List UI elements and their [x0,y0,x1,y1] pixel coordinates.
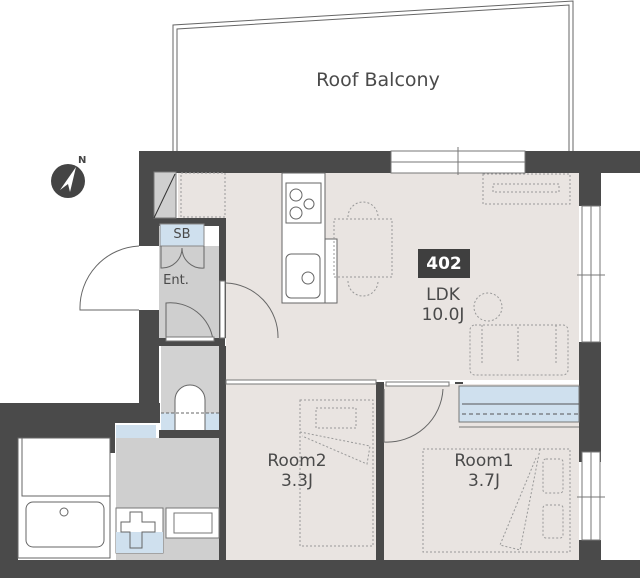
linen-storage [116,425,156,438]
shoe-box [159,223,205,247]
svg-text:N: N [78,155,86,166]
room1-size: 3.7J [467,470,501,491]
kitchen-counter [281,172,338,304]
sofa [469,292,569,376]
unit-number-badge: 402 [418,249,470,278]
door-panels [165,280,450,387]
toilet [161,384,219,430]
room2-name: Room2 [267,451,327,471]
room2-label: Room2 3.3J [267,451,327,491]
room2-size: 3.3J [280,470,314,491]
wash-basin [165,507,220,539]
ldk-label: LDK 10.0J [421,285,465,325]
bathtub [21,437,111,548]
ldk-name: LDK [426,285,460,305]
window-right-room1 [577,451,605,541]
tv-board [482,173,571,205]
ldk-size: 10.0J [421,304,465,325]
balcony-label: Roof Balcony [316,69,440,91]
bed-room1 [422,448,571,553]
entrance-label: Ent. [163,273,189,288]
room1-label: Room1 3.7J [454,451,514,491]
entrance-floor [159,246,219,338]
washing-machine [115,507,164,554]
closet-room1 [458,385,580,428]
bed-room2 [299,399,374,547]
shoe-box-label: SB [173,227,191,242]
window-right-ldk [577,205,605,343]
north-compass-icon: N [51,155,86,198]
room1-name: Room1 [454,451,514,471]
bathroom-floor [17,437,111,559]
window-top [390,147,526,175]
dining-table [333,201,393,297]
roof-balcony-outline [172,0,574,152]
